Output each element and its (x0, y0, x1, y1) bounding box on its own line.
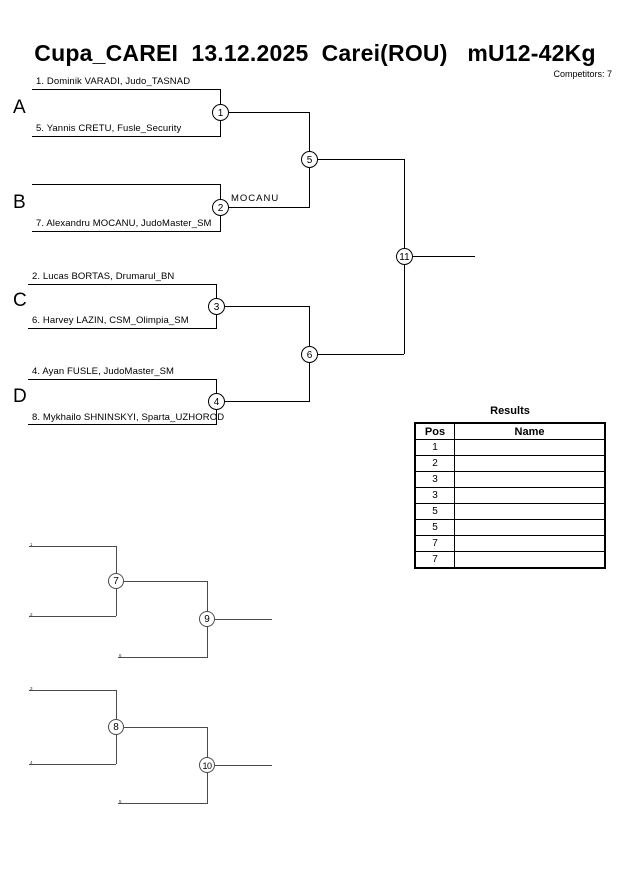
slot-line-3 (32, 184, 221, 185)
match-2-winner-label: MOCANU (231, 193, 280, 204)
competitor-6: 6. Harvey LAZIN, CSM_Olimpia_SM (32, 315, 189, 326)
repechage-seed-1: 1 (30, 542, 33, 547)
competitor-7: 4. Ayan FUSLE, JudoMaster_SM (32, 366, 175, 377)
competitor-1: 1. Dominik VARADI, Judo_TASNAD (36, 76, 191, 87)
match-node-11[interactable]: 11 (396, 248, 413, 265)
repechage-seed-6: 6 (119, 653, 122, 658)
table-row: 3 (414, 487, 606, 504)
match-node-9[interactable]: 9 (199, 611, 215, 627)
table-row: 7 (414, 535, 606, 552)
result-name[interactable] (454, 551, 606, 569)
match-node-1[interactable]: 1 (212, 104, 229, 121)
results-header-row: Pos Name (414, 422, 606, 440)
feed-line-match5-top (229, 112, 310, 113)
result-position: 5 (414, 519, 455, 536)
feed-line-final-bottom (318, 354, 404, 355)
match-node-7[interactable]: 7 (108, 573, 124, 589)
result-position: 1 (414, 439, 455, 456)
result-position: 7 (414, 551, 455, 569)
feed-line-match10-top (124, 727, 208, 728)
repechage-seed-5: 5 (119, 799, 122, 804)
result-name[interactable] (454, 503, 606, 520)
winner-output-line (413, 256, 475, 257)
result-position: 7 (414, 535, 455, 552)
table-row: 5 (414, 503, 606, 520)
feed-line-match9-top (124, 581, 208, 582)
group-letter-d: D (13, 386, 27, 407)
results-title: Results (490, 405, 530, 417)
match-node-6[interactable]: 6 (301, 346, 318, 363)
results-col-pos: Pos (414, 422, 455, 440)
feed-line-match10-bottom (118, 803, 208, 804)
feed-line-match9-bottom (118, 657, 208, 658)
result-name[interactable] (454, 535, 606, 552)
competitor-8: 8. Mykhailo SHNINSKYI, Sparta_UZHOROD (32, 412, 225, 423)
result-name[interactable] (454, 439, 606, 456)
table-row: 1 (414, 439, 606, 456)
results-col-name: Name (454, 422, 606, 440)
result-name[interactable] (454, 455, 606, 472)
table-row: 3 (414, 471, 606, 488)
repechage-seed-2: 2 (30, 612, 33, 617)
competitor-5: 2. Lucas BORTAS, Drumarul_BN (32, 271, 175, 282)
slot-line-8 (28, 424, 217, 425)
competitors-count: Competitors: 7 (553, 69, 612, 79)
match10-output-line (215, 765, 272, 766)
slot-line-7 (28, 379, 217, 380)
competitor-2: 5. Yannis CRETU, Fusle_Security (36, 123, 182, 134)
match-node-4[interactable]: 4 (208, 393, 225, 410)
repechage-seed-4: 4 (30, 760, 33, 765)
result-name[interactable] (454, 519, 606, 536)
result-position: 2 (414, 455, 455, 472)
repechage-line-3 (29, 690, 116, 691)
slot-line-4 (32, 231, 221, 232)
feed-line-match6-top (225, 306, 310, 307)
group-letter-c: C (13, 290, 27, 311)
competitor-4: 7. Alexandru MOCANU, JudoMaster_SM (36, 218, 212, 229)
slot-line-5 (28, 284, 217, 285)
result-position: 5 (414, 503, 455, 520)
feed-line-match5-bottom (229, 207, 310, 208)
repechage-line-2 (29, 616, 116, 617)
repechage-seed-3: 3 (30, 686, 33, 691)
result-position: 3 (414, 487, 455, 504)
match9-output-line (215, 619, 272, 620)
repechage-line-4 (29, 764, 116, 765)
match-node-3[interactable]: 3 (208, 298, 225, 315)
table-row: 7 (414, 551, 606, 569)
match-node-5[interactable]: 5 (301, 151, 318, 168)
slot-line-6 (28, 328, 217, 329)
repechage-line-1 (29, 546, 116, 547)
feed-line-final-top (318, 159, 404, 160)
result-name[interactable] (454, 487, 606, 504)
match-node-8[interactable]: 8 (108, 719, 124, 735)
page-title: Cupa_CAREI 13.12.2025 Carei(ROU) mU12-42… (34, 40, 596, 66)
group-letter-a: A (13, 97, 26, 118)
table-row: 2 (414, 455, 606, 472)
slot-line-1 (32, 89, 221, 90)
match-node-10[interactable]: 10 (199, 757, 215, 773)
result-name[interactable] (454, 471, 606, 488)
table-row: 5 (414, 519, 606, 536)
result-position: 3 (414, 471, 455, 488)
slot-line-2 (32, 136, 221, 137)
feed-line-match6-bottom (225, 401, 310, 402)
group-letter-b: B (13, 192, 26, 213)
match-node-2[interactable]: 2 (212, 199, 229, 216)
